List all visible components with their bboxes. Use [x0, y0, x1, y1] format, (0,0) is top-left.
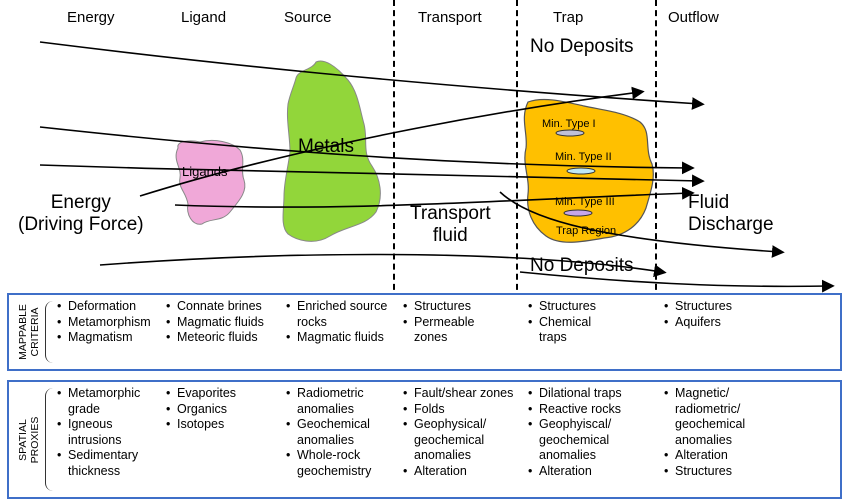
- mappable-criteria-title: MAPPABLE CRITERIA: [13, 295, 45, 369]
- mappable-item: Aquifers: [663, 315, 732, 331]
- spatial-proxies-title-text: SPATIAL PROXIES: [17, 416, 41, 463]
- trap-region-label: Trap Region: [556, 225, 617, 237]
- mappable-col-ligand: Connate brinesMagmatic fluidsMeteoric fl…: [165, 299, 264, 346]
- metals-label: Metals: [298, 136, 354, 157]
- proxies-item: Geophysical/ geochemical anomalies: [402, 417, 513, 464]
- mappable-item: Permeable zones: [402, 315, 474, 346]
- proxies-col-source: Radiometric anomaliesGeochemical anomali…: [285, 386, 371, 479]
- separator-trap-outflow: [655, 0, 657, 300]
- mappable-item: Structures: [663, 299, 732, 315]
- mappable-item: Structures: [527, 299, 596, 315]
- flow-line: [499, 191, 785, 258]
- ligands-blob: [175, 139, 246, 225]
- proxies-item: Sedimentary thickness: [56, 448, 140, 479]
- proxies-item: Reactive rocks: [527, 402, 622, 418]
- flow-line: [174, 186, 695, 208]
- separator-transport-trap: [516, 0, 518, 300]
- mappable-item: Magmatic fluids: [165, 315, 264, 331]
- min-type-1-body: [555, 129, 585, 137]
- proxies-item: Alteration: [527, 464, 622, 480]
- mappable-col-trap: StructuresChemical traps: [527, 299, 596, 346]
- ligands-label: Ligands: [182, 164, 228, 179]
- proxies-bracket: [45, 388, 54, 491]
- min-type-2-body: [566, 167, 596, 175]
- proxies-item: Geophyiscal/ geochemical anomalies: [527, 417, 622, 464]
- fluid-discharge-label: Fluid Discharge: [688, 192, 774, 235]
- proxies-item: Igneous intrusions: [56, 417, 140, 448]
- metals-blob: [282, 60, 381, 242]
- flow-line: [139, 86, 645, 197]
- no-deposits-bottom-label: No Deposits: [530, 255, 634, 276]
- mappable-criteria-panel: MAPPABLE CRITERIA DeformationMetamorphis…: [7, 293, 842, 371]
- proxies-col-outflow: Magnetic/ radiometric/ geochemical anoma…: [663, 386, 745, 479]
- proxies-item: Folds: [402, 402, 513, 418]
- proxies-item: Alteration: [663, 448, 745, 464]
- mappable-item: Structures: [402, 299, 474, 315]
- spatial-proxies-panel: SPATIAL PROXIES Metamorphic gradeIgneous…: [7, 380, 842, 499]
- mappable-col-transport: StructuresPermeable zones: [402, 299, 474, 346]
- proxies-item: Evaporites: [165, 386, 236, 402]
- header-transport: Transport: [418, 9, 482, 26]
- mappable-item: Chemical traps: [527, 315, 596, 346]
- fluid-flow-diagram: [39, 41, 835, 293]
- proxies-col-trap: Dilational trapsReactive rocksGeophyisca…: [527, 386, 622, 479]
- min-type-2-label: Min. Type II: [555, 151, 612, 163]
- mappable-item: Magmatism: [56, 330, 151, 346]
- mappable-col-energy: DeformationMetamorphismMagmatism: [56, 299, 151, 346]
- proxies-item: Geochemical anomalies: [285, 417, 371, 448]
- min-type-3-body: [563, 209, 593, 217]
- flow-line: [519, 271, 835, 293]
- header-ligand: Ligand: [181, 9, 227, 26]
- proxies-item: Alteration: [402, 464, 513, 480]
- flow-line: [39, 41, 705, 110]
- proxies-item: Whole-rock geochemistry: [285, 448, 371, 479]
- proxies-item: Isotopes: [165, 417, 236, 433]
- proxies-item: Magnetic/ radiometric/ geochemical anoma…: [663, 386, 745, 448]
- proxies-col-transport: Fault/shear zonesFoldsGeophysical/ geoch…: [402, 386, 513, 479]
- min-type-3-label: Min. Type III: [555, 196, 615, 208]
- no-deposits-top-label: No Deposits: [530, 36, 634, 57]
- proxies-item: Organics: [165, 402, 236, 418]
- mappable-criteria-title-text: MAPPABLE CRITERIA: [17, 304, 41, 360]
- spatial-proxies-title: SPATIAL PROXIES: [13, 382, 45, 497]
- mappable-item: Enriched source rocks: [285, 299, 387, 330]
- mappable-item: Meteoric fluids: [165, 330, 264, 346]
- flow-line: [39, 126, 695, 175]
- min-type-1-label: Min. Type I: [542, 118, 596, 130]
- proxies-col-energy: Metamorphic gradeIgneous intrusionsSedim…: [56, 386, 140, 479]
- proxies-col-ligand: EvaporitesOrganicsIsotopes: [165, 386, 236, 433]
- mappable-col-outflow: StructuresAquifers: [663, 299, 732, 330]
- header-trap: Trap: [553, 9, 584, 26]
- header-energy: Energy: [67, 9, 115, 26]
- proxies-item: Radiometric anomalies: [285, 386, 371, 417]
- mappable-item: Deformation: [56, 299, 151, 315]
- mappable-item: Magmatic fluids: [285, 330, 387, 346]
- proxies-item: Structures: [663, 464, 745, 480]
- energy-driving-force-label: Energy (Driving Force): [18, 192, 144, 235]
- header-outflow: Outflow: [668, 9, 719, 26]
- mappable-bracket: [45, 301, 54, 363]
- proxies-item: Metamorphic grade: [56, 386, 140, 417]
- flow-line: [39, 164, 705, 188]
- transport-fluid-label: Transport fluid: [410, 203, 491, 246]
- mappable-item: Connate brines: [165, 299, 264, 315]
- mappable-item: Metamorphism: [56, 315, 151, 331]
- separator-source-transport: [393, 0, 395, 300]
- proxies-item: Dilational traps: [527, 386, 622, 402]
- header-source: Source: [284, 9, 332, 26]
- mappable-col-source: Enriched source rocksMagmatic fluids: [285, 299, 387, 346]
- flow-line: [99, 253, 667, 278]
- proxies-item: Fault/shear zones: [402, 386, 513, 402]
